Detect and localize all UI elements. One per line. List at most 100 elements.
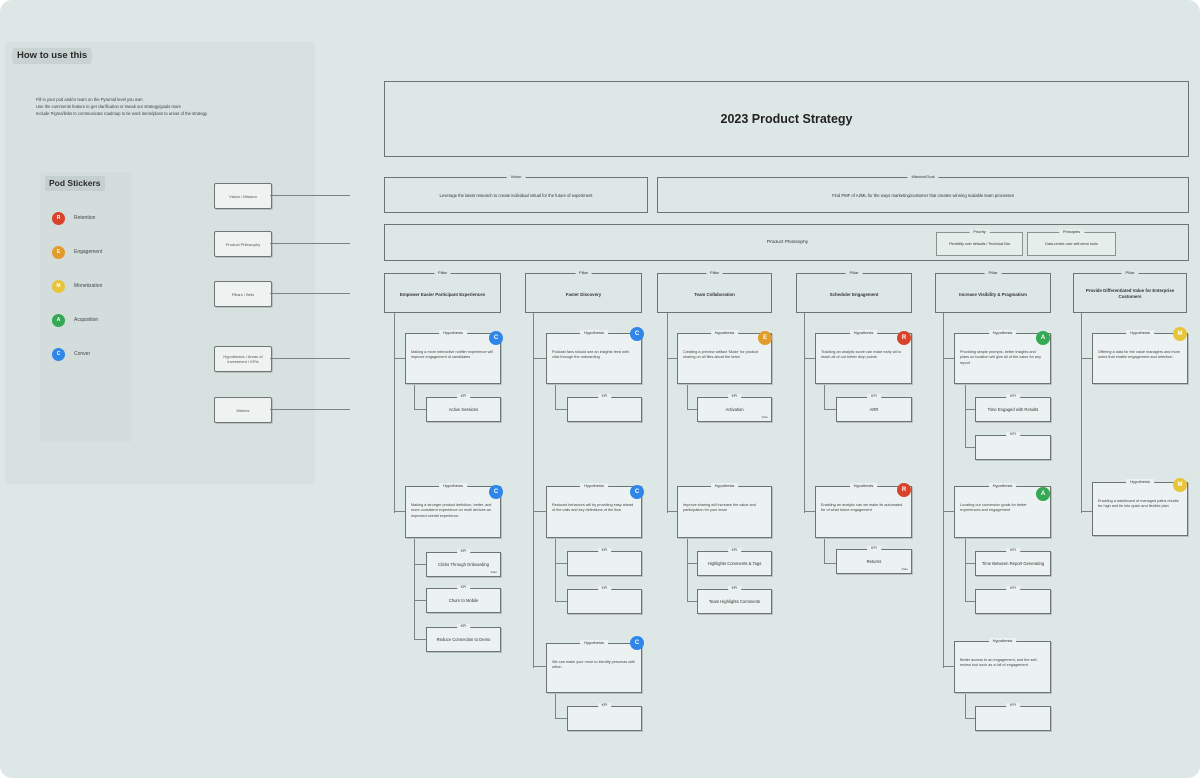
metric-card[interactable]: KPI Team Highlights Comments — [697, 586, 772, 614]
metric-card[interactable]: KPI Reduce Connection to Demo — [426, 624, 501, 652]
mission-box[interactable]: Mission/Goal Find PMF of AI/ML for the w… — [657, 174, 1189, 213]
philosophy-principles-box[interactable]: Principles Data-centric over self-serve … — [1027, 229, 1116, 256]
pod-badge-icon[interactable]: C — [630, 636, 644, 650]
hypothesis-card[interactable]: Hypothesis Creating a preview artifact '… — [677, 330, 772, 384]
sticker-engagement[interactable]: E Engagement — [52, 245, 102, 259]
metric-card[interactable]: KPI — [975, 432, 1051, 460]
row-label-hypotheses[interactable]: Hypotheses / Areas of Investment / KPIs — [214, 346, 272, 372]
philosophy-label: Product Philosophy — [766, 240, 809, 245]
tree-connector — [965, 409, 975, 410]
tree-connector — [824, 538, 825, 564]
sticker-acquisition[interactable]: A Acquisition — [52, 313, 98, 327]
hypothesis-tag: Hypothesis — [710, 330, 739, 335]
kpi-tag: KPI — [456, 585, 471, 589]
sticker-retention[interactable]: R Retention — [52, 211, 95, 225]
hypothesis-card[interactable]: Hypothesis Enabling a dashboard of manag… — [1092, 479, 1188, 536]
metric-text: Time Between Report Generating — [981, 561, 1045, 566]
hypothesis-text: Tracking an analytic score can make earl… — [821, 350, 901, 360]
row-label-pillars[interactable]: Pillars / Bets — [214, 281, 272, 307]
pillar-card[interactable]: Pillar Scheduler Engagement — [796, 270, 912, 313]
row-label-vision[interactable]: Vision / Mission — [214, 183, 272, 209]
pod-badge-icon[interactable]: R — [897, 483, 911, 497]
pillar-card[interactable]: Pillar Empower Easier Participant Experi… — [384, 270, 501, 313]
metric-card[interactable]: KPI — [567, 586, 642, 614]
metric-card[interactable]: KPI Activation Rate — [697, 394, 772, 422]
hypothesis-card[interactable]: Hypothesis Improve sharing will increase… — [677, 483, 772, 538]
metric-card[interactable]: KPI Highlights Comments & Tags — [697, 548, 772, 576]
metric-card[interactable]: KPI Time Engaged with Results — [975, 394, 1051, 422]
pillar-card[interactable]: Pillar Provide Differentiated Value for … — [1073, 270, 1187, 313]
kpi-tag: KPI — [597, 394, 612, 398]
philosophy-priority-box[interactable]: Priority Flexibility over defaults / Tec… — [936, 229, 1023, 256]
metric-card[interactable]: KPI Active Sessions — [426, 394, 501, 422]
metric-card[interactable]: KPI Time Between Report Generating — [975, 548, 1051, 576]
metric-card[interactable]: KPI — [567, 548, 642, 576]
hypothesis-card[interactable]: Hypothesis Podcast fans should see an in… — [546, 330, 642, 384]
metric-text: Returns — [866, 559, 882, 564]
hypothesis-text: Podcast fans should see an insights feed… — [552, 350, 629, 360]
pillar-card[interactable]: Pillar Increase Visibility & Pragmatism — [935, 270, 1051, 313]
hypothesis-tag: Hypothesis — [988, 638, 1017, 643]
sticker-conversion[interactable]: C Conver — [52, 347, 90, 361]
pod-badge-icon[interactable]: C — [630, 327, 644, 341]
pillar-card[interactable]: Pillar Faster Discovery — [525, 270, 642, 313]
pod-badge-icon[interactable]: A — [1036, 487, 1050, 501]
hypothesis-tag: Hypothesis — [580, 483, 608, 488]
pod-badge-icon[interactable]: C — [489, 331, 503, 345]
metric-card[interactable]: KPI Churn to Mobile — [426, 585, 501, 613]
sticker-monetization[interactable]: M Monetization — [52, 279, 102, 293]
hypothesis-card[interactable]: Hypothesis Better access to an engagemen… — [954, 638, 1051, 693]
pillar-title: Provide Differentiated Value for Enterpr… — [1085, 288, 1175, 299]
metric-card[interactable]: KPI Returns Rate — [836, 546, 912, 574]
hypothesis-card[interactable]: Hypothesis Making a more interactive not… — [405, 330, 501, 384]
hypothesis-tag: Hypothesis — [580, 640, 608, 645]
pillar-tag: Pillar — [984, 270, 1002, 275]
metric-card[interactable]: KPI ARR — [836, 394, 912, 422]
tree-connector — [555, 693, 556, 719]
pod-badge-icon[interactable]: R — [897, 331, 911, 345]
metric-card[interactable]: KPI — [975, 586, 1051, 614]
hypothesis-card[interactable]: Hypothesis Reduced behaviors will by pro… — [546, 483, 642, 538]
metric-card[interactable]: KPI — [975, 703, 1051, 731]
metric-card[interactable]: KPI — [567, 394, 642, 422]
metric-card[interactable]: KPI Clicks Through Onboarding Rate — [426, 549, 501, 577]
tree-connector — [965, 538, 966, 602]
tree-connector — [533, 313, 534, 668]
tree-connector — [687, 563, 697, 564]
metric-card[interactable]: KPI — [567, 703, 642, 731]
row-label-philosophy[interactable]: Product Philosophy — [214, 231, 272, 257]
pod-badge-icon[interactable]: M — [1173, 327, 1187, 341]
pillar-card[interactable]: Pillar Team Collaboration — [657, 270, 772, 313]
hypothesis-card[interactable]: Hypothesis Providing simple prompts, bet… — [954, 330, 1051, 384]
hypothesis-card[interactable]: Hypothesis Locating our conversion goals… — [954, 483, 1051, 538]
tree-connector — [804, 511, 815, 512]
hypothesis-card[interactable]: Hypothesis Enabling an analytic can we m… — [815, 483, 912, 538]
pillar-tag: Pillar — [434, 270, 451, 275]
row-label-metrics[interactable]: Metrics — [214, 397, 272, 423]
hypothesis-tag: Hypothesis — [849, 330, 878, 335]
kpi-tag: KPI — [867, 546, 881, 550]
hypothesis-card[interactable]: Hypothesis Offering a data for the value… — [1092, 330, 1188, 384]
pod-badge-icon[interactable]: C — [489, 485, 503, 499]
metric-text: Time Engaged with Results — [987, 407, 1039, 412]
sticker-label: Monetization — [74, 283, 103, 289]
tree-connector — [687, 538, 688, 602]
pod-badge-icon[interactable]: M — [1173, 478, 1187, 492]
hypothesis-card[interactable]: Hypothesis Tracking an analytic score ca… — [815, 330, 912, 384]
pillar-tag: Pillar — [845, 270, 863, 275]
pillar-title: Faster Discovery — [565, 292, 602, 297]
philosophy-box[interactable]: Product Philosophy Priority Flexibility … — [384, 224, 1189, 261]
philosophy-principles-text: Data-centric over self-serve tools — [1045, 242, 1098, 246]
hypothesis-text: We can make your more to identify person… — [552, 660, 636, 670]
pod-badge-icon[interactable]: C — [630, 485, 644, 499]
pod-badge-icon[interactable]: E — [758, 331, 772, 345]
strategy-title-box[interactable]: 2023 Product Strategy — [384, 81, 1189, 157]
hypothesis-card[interactable]: Hypothesis We can make your more to iden… — [546, 640, 642, 693]
sticker-label: Retention — [74, 215, 96, 221]
hypothesis-text: Improve sharing will increase the value … — [683, 503, 756, 513]
pod-badge-icon[interactable]: A — [1036, 331, 1050, 345]
vision-box[interactable]: Vision Leverage the latest research to c… — [384, 174, 648, 213]
tree-connector — [555, 563, 567, 564]
hypothesis-card[interactable]: Hypothesis Making a stronger product def… — [405, 483, 501, 538]
